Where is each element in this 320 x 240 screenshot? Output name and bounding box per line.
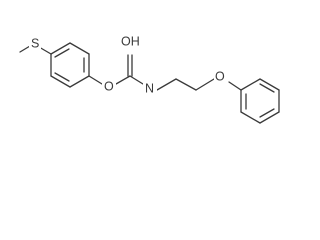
- ring1-bond-4: [69, 75, 90, 88]
- nitrogen-atom-label: N: [145, 81, 154, 95]
- ether-oxygen-atom-label: O: [215, 69, 225, 83]
- ring2-bond-1: [240, 78, 261, 91]
- ring1-bond-1: [50, 42, 71, 55]
- ether-oxygen-label-mask: [214, 70, 228, 85]
- hydroxyl-label-mask: [120, 34, 142, 49]
- ring2-inner-double-1: [259, 83, 275, 93]
- nitrogen-to-ethyl-bond: [156, 78, 177, 91]
- aryl-oxygen-label-mask: [102, 79, 116, 93]
- ring2-bond-2: [259, 78, 280, 91]
- ring1-inner-double-3: [54, 72, 70, 82]
- ring2-inner-double-2: [259, 108, 275, 118]
- nitrogen-label-mask: [143, 81, 157, 96]
- oxygen-to-phenyl-bond: [228, 81, 242, 91]
- chemical-structure-diagram: S O OH N O: [19, 34, 280, 124]
- ring1-inner-double-1: [54, 48, 70, 58]
- ring1-bond-2: [69, 42, 90, 55]
- ring1-bond-5: [50, 75, 71, 88]
- ring2-bond-4: [259, 111, 280, 124]
- ring2-bond-5: [240, 111, 261, 124]
- sulfur-label-mask: [29, 37, 41, 51]
- hydroxyl-atom-label: OH: [121, 34, 140, 48]
- sulfur-atom-label: S: [31, 36, 39, 50]
- ring-to-oxygen-bond: [88, 75, 103, 85]
- methyl-bond: [19, 45, 31, 53]
- ethyl-bond: [175, 78, 197, 91]
- ethyl-to-oxygen-bond: [195, 78, 215, 91]
- oxygen-to-carbonyl-bond: [115, 75, 131, 85]
- aryl-oxygen-atom-label: O: [104, 79, 114, 93]
- carbonyl-to-nitrogen-bond: [129, 75, 144, 85]
